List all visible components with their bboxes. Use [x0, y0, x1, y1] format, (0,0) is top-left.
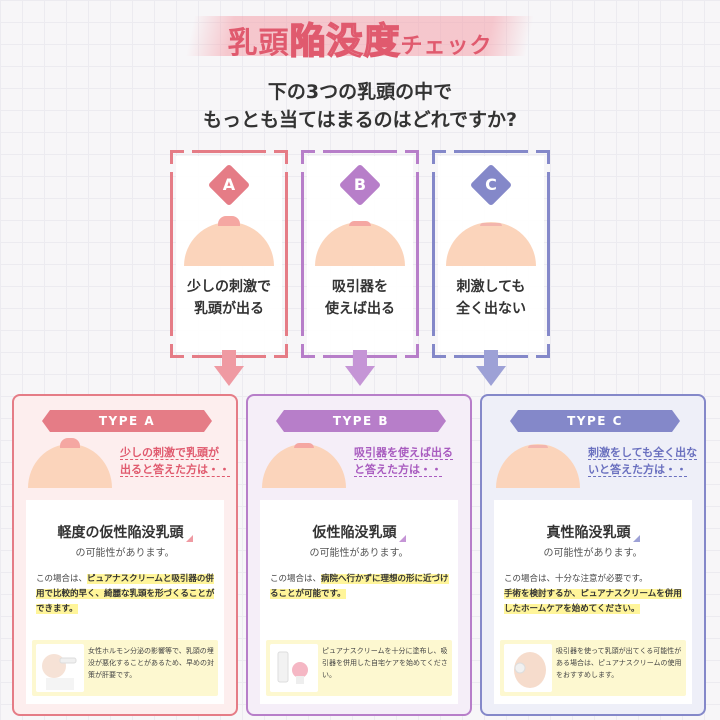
- option-c-label-line2: 全く出ない: [456, 301, 526, 317]
- option-a-label: 少しの刺激で 乳頭が出る: [170, 276, 288, 320]
- type-b-desc-plain: この場合は、: [270, 574, 322, 584]
- nipple-icon: [480, 223, 502, 226]
- type-b-heading-line1: 吸引器を使えば出る: [354, 446, 453, 460]
- type-a-note: 女性ホルモン分泌の影響等で、乳頭の埋没が悪化することがあるため、早めの対策が肝要…: [32, 640, 218, 696]
- option-b-label-line2: 使えば出る: [325, 301, 395, 317]
- question-line2: もっとも当てはまるのはどれですか?: [202, 109, 518, 131]
- breast-illustration-icon: [262, 444, 346, 488]
- type-c-heading-line1: 刺激をしても全く出な: [588, 446, 698, 460]
- nipple-icon: [60, 438, 80, 448]
- type-c-desc-plain: この場合は、十分な注意が必要です。: [504, 574, 648, 584]
- title-part3: チェック: [400, 34, 493, 59]
- question-line1: 下の3つの乳頭の中で: [267, 81, 453, 103]
- option-a-label-line2: 乳頭が出る: [194, 301, 264, 317]
- page-title: 乳頭陥没度チェック: [0, 12, 720, 64]
- option-a-letter: A: [222, 175, 236, 194]
- type-c-body: 真性陥没乳頭 の可能性があります。 この場合は、十分な注意が必要です。手術を検討…: [494, 500, 692, 704]
- type-a-diagnosis-text: 軽度の仮性陥没乳頭: [57, 525, 184, 541]
- option-a[interactable]: A 少しの刺激で 乳頭が出る: [170, 150, 288, 358]
- option-c-letter: C: [485, 175, 497, 194]
- type-b-body: 仮性陥没乳頭 の可能性があります。 この場合は、病院へ行かずに理想の形に近づける…: [260, 500, 458, 704]
- body-photo-icon: [504, 644, 552, 692]
- breast-illustration-icon: [496, 444, 580, 488]
- nipple-icon: [294, 443, 314, 448]
- arrow-down-icon: [214, 350, 244, 388]
- type-a-note-text: 女性ホルモン分泌の影響等で、乳頭の埋没が悪化することがあるため、早めの対策が肝要…: [88, 647, 214, 679]
- type-c-diagnosis: 真性陥没乳頭: [494, 522, 692, 542]
- type-c-sub: の可能性があります。: [543, 548, 643, 559]
- type-b-note: ピュアナスクリームを十分に塗布し、吸引器を併用した自宅ケアを始めてください。: [266, 640, 452, 696]
- type-a-desc-plain: この場合は、: [36, 574, 88, 584]
- type-a-diagnosis: 軽度の仮性陥没乳頭: [26, 522, 224, 542]
- type-c-ribbon: TYPE C: [510, 410, 680, 432]
- arrow-down-icon: [476, 350, 506, 388]
- type-a-description: この場合は、ピュアナスクリームと吸引器の併用で比較的早く、綺麗な乳頭を形づくるこ…: [36, 572, 216, 617]
- option-b-label: 吸引器を 使えば出る: [301, 276, 419, 320]
- type-b-heading-line2: と答えた方は・・: [354, 463, 442, 477]
- type-c-desc-highlight: 手術を検討するか、ピュアナスクリームを併用したホームケアを始めてください。: [504, 589, 682, 614]
- woman-photo-icon: [36, 644, 84, 692]
- type-c-description: この場合は、十分な注意が必要です。手術を検討するか、ピュアナスクリームを併用した…: [504, 572, 684, 617]
- type-a-sub: の可能性があります。: [75, 548, 175, 559]
- type-c-heading-line2: いと答えた方は・・: [588, 463, 687, 477]
- type-c-diagnosis-text: 真性陥没乳頭: [546, 525, 631, 541]
- page-title-area: 乳頭陥没度チェック: [0, 6, 720, 64]
- question-text: 下の3つの乳頭の中で もっとも当てはまるのはどれですか?: [0, 78, 720, 134]
- type-c-note: 吸引器を使って乳頭が出てくる可能性がある場合は、ピュアナスクリームの使用をおすす…: [500, 640, 686, 696]
- type-c-card: TYPE C 刺激をしても全く出な いと答えた方は・・ 真性陥没乳頭 の可能性が…: [480, 394, 706, 716]
- option-a-label-line1: 少しの刺激で: [187, 279, 271, 295]
- option-c-label-line1: 刺激しても: [456, 279, 526, 295]
- type-c-note-text: 吸引器を使って乳頭が出てくる可能性がある場合は、ピュアナスクリームの使用をおすす…: [556, 647, 682, 679]
- type-a-ribbon: TYPE A: [42, 410, 212, 432]
- breast-illustration-icon: [28, 444, 112, 488]
- type-b-diagnosis-text: 仮性陥没乳頭: [312, 525, 397, 541]
- nipple-icon: [528, 445, 548, 448]
- type-b-card: TYPE B 吸引器を使えば出る と答えた方は・・ 仮性陥没乳頭 の可能性があり…: [246, 394, 472, 716]
- type-a-heading: 少しの刺激で乳頭が 出ると答えた方は・・: [120, 444, 234, 478]
- title-part1: 乳頭: [227, 26, 290, 61]
- option-b-label-line1: 吸引器を: [332, 279, 388, 295]
- type-b-sub: の可能性があります。: [309, 548, 409, 559]
- option-c[interactable]: C 刺激しても 全く出ない: [432, 150, 550, 358]
- type-a-body: 軽度の仮性陥没乳頭 の可能性があります。 この場合は、ピュアナスクリームと吸引器…: [26, 500, 224, 704]
- nipple-icon: [349, 221, 371, 226]
- type-a-card: TYPE A 少しの刺激で乳頭が 出ると答えた方は・・ 軽度の仮性陥没乳頭 の可…: [12, 394, 238, 716]
- type-a-heading-line1: 少しの刺激で乳頭が: [120, 446, 219, 460]
- title-part2: 陥没度: [289, 20, 401, 63]
- type-b-diagnosis: 仮性陥没乳頭: [260, 522, 458, 542]
- type-b-ribbon: TYPE B: [276, 410, 446, 432]
- nipple-icon: [218, 216, 240, 226]
- type-b-note-text: ピュアナスクリームを十分に塗布し、吸引器を併用した自宅ケアを始めてください。: [322, 647, 448, 679]
- type-b-heading: 吸引器を使えば出る と答えた方は・・: [354, 444, 468, 478]
- product-photo-icon: [270, 644, 318, 692]
- type-b-description: この場合は、病院へ行かずに理想の形に近づけることが可能です。: [270, 572, 450, 602]
- type-a-heading-line2: 出ると答えた方は・・: [120, 463, 230, 477]
- option-c-label: 刺激しても 全く出ない: [432, 276, 550, 320]
- arrow-down-icon: [345, 350, 375, 388]
- option-b[interactable]: B 吸引器を 使えば出る: [301, 150, 419, 358]
- option-b-letter: B: [353, 175, 367, 194]
- type-c-heading: 刺激をしても全く出な いと答えた方は・・: [588, 444, 702, 478]
